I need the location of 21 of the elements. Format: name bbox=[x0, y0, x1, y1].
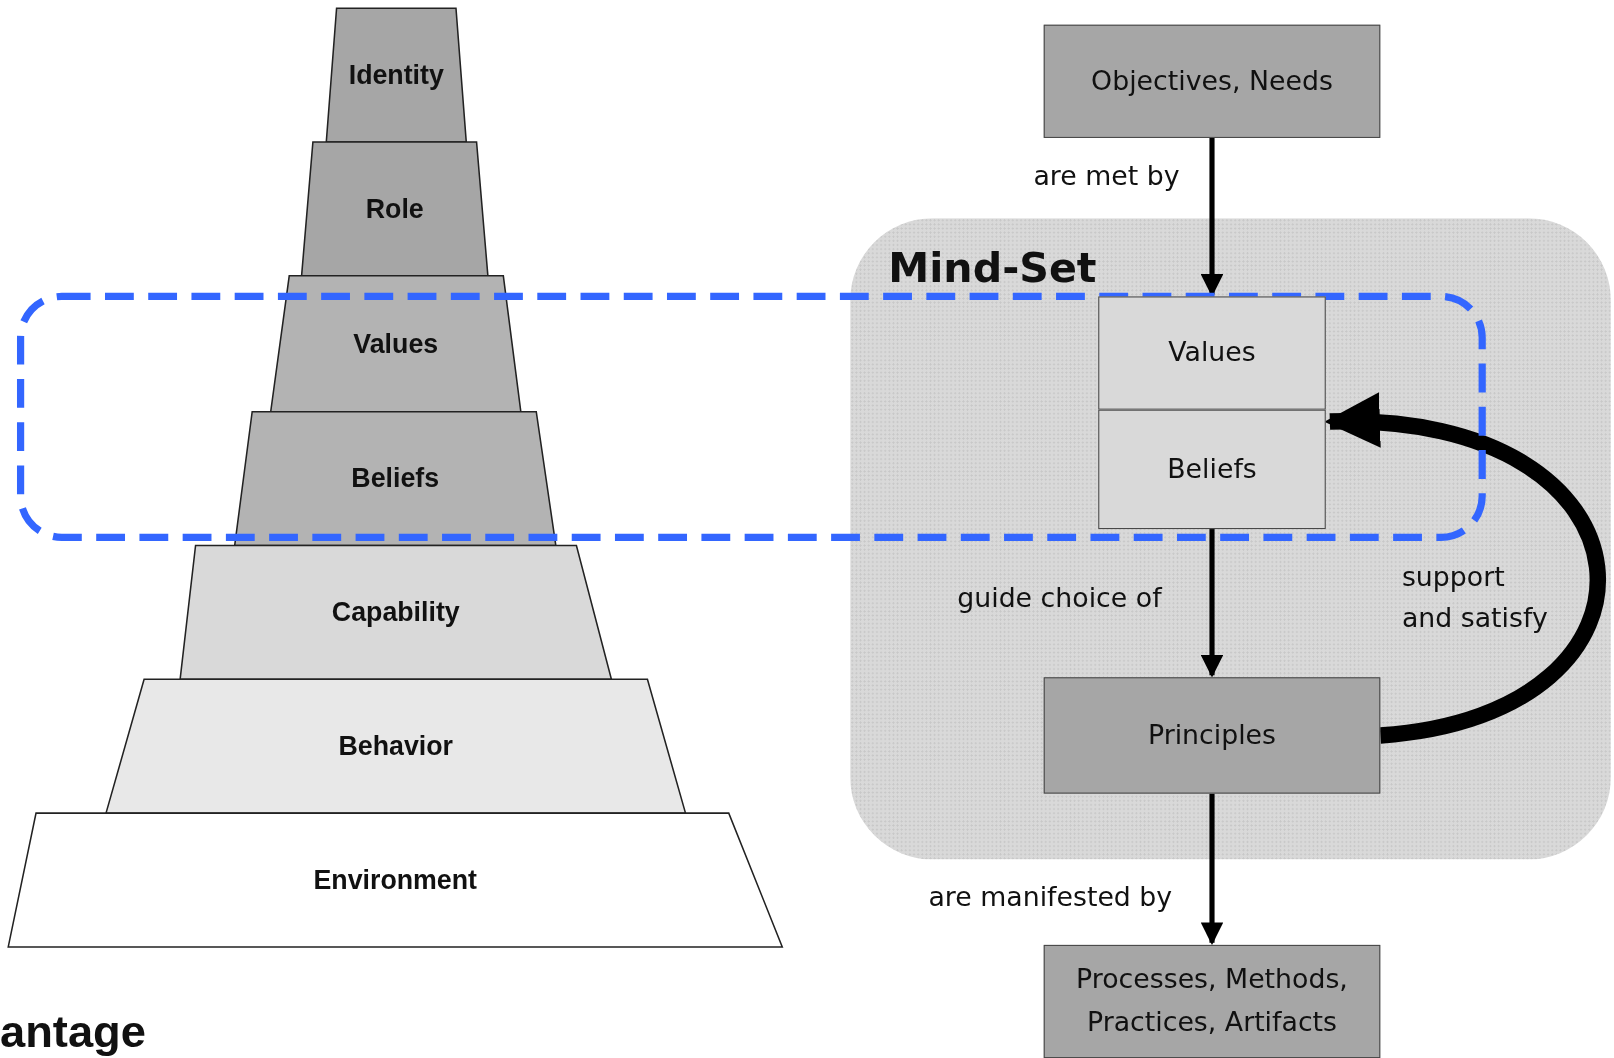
arrow bbox=[1200, 529, 1224, 678]
edge-label: are met by bbox=[1033, 160, 1180, 192]
pyramid-level: Values bbox=[270, 275, 521, 412]
pyramid-level: Role bbox=[301, 142, 488, 276]
pyramid-level: Behavior bbox=[106, 679, 686, 814]
process-box: Objectives, Needs bbox=[1043, 24, 1381, 138]
mind-set-region bbox=[850, 218, 1611, 860]
process-box: Beliefs bbox=[1098, 409, 1326, 530]
process-box: Processes, Methods, Practices, Artifacts bbox=[1043, 944, 1381, 1058]
pyramid-level: Identity bbox=[326, 8, 467, 143]
edge-label: guide choice of bbox=[957, 582, 1162, 614]
region-title: Mind-Set bbox=[888, 244, 1097, 291]
edge-label: are manifested by bbox=[928, 881, 1173, 912]
arrow bbox=[1200, 793, 1224, 946]
process-box: Principles bbox=[1043, 677, 1381, 794]
pyramid-level: Beliefs bbox=[234, 411, 556, 546]
pyramid-level: Environment bbox=[8, 813, 783, 947]
edge-label: support and satisfy bbox=[1401, 559, 1549, 635]
pyramid-level: Capability bbox=[180, 545, 612, 680]
heading-fragment: antage bbox=[0, 1006, 146, 1057]
process-box: Values bbox=[1098, 296, 1326, 410]
